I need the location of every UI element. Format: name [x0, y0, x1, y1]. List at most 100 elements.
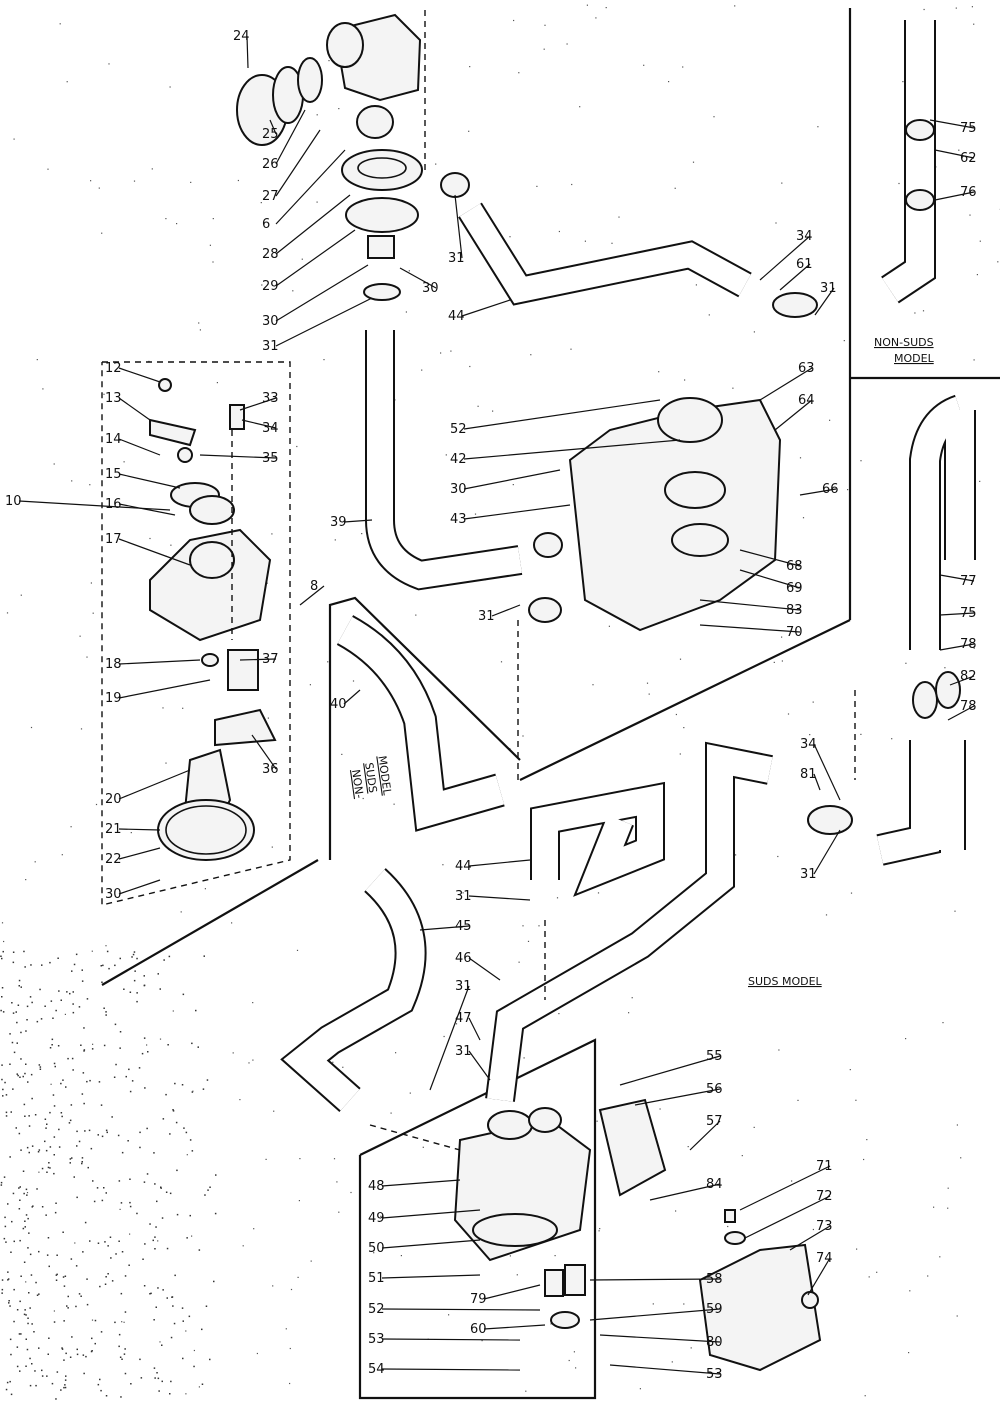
callout-number: 39 [330, 515, 347, 530]
callout-number: 52 [368, 1302, 385, 1317]
callout-leader [381, 1368, 521, 1371]
callout-number: 74 [816, 1251, 833, 1266]
callout-number: 15 [105, 467, 122, 482]
callout-leader [269, 119, 277, 135]
pump-housing [528, 397, 782, 632]
non-suds-model-label-left-line1: NON- [349, 769, 366, 800]
callout-number: 36 [262, 762, 279, 777]
callout-leader [118, 847, 161, 860]
callout-leader [454, 194, 463, 259]
callout-number: 66 [822, 482, 839, 497]
callout-number: 30 [450, 482, 467, 497]
callout-number: 76 [960, 185, 977, 200]
callout-number: 47 [455, 1011, 472, 1026]
callout-leader [118, 538, 191, 566]
callout-number: 59 [706, 1302, 723, 1317]
callout-number: 31 [800, 867, 817, 882]
callout-number: 31 [455, 979, 472, 994]
callout-leader [947, 705, 975, 721]
callout-leader [934, 191, 975, 201]
callout-leader [779, 263, 811, 291]
callout-number: 64 [798, 393, 815, 408]
callout-leader [241, 419, 277, 429]
callout-number: 43 [450, 512, 467, 527]
callout-leader [939, 643, 975, 651]
callout-leader [343, 519, 373, 523]
suds-model-label: SUDS MODEL [748, 975, 823, 988]
callout-leader [463, 469, 561, 490]
callout-number: 45 [455, 919, 472, 934]
callout-leader [275, 194, 351, 255]
callout-number: 62 [960, 151, 977, 166]
callout-number: 13 [105, 391, 122, 406]
callout-leader [118, 828, 161, 831]
pump-group-parts [149, 378, 277, 861]
callout-leader [649, 1183, 721, 1201]
callout-number: 46 [455, 951, 472, 966]
callout-leader [939, 612, 975, 616]
callout-leader [789, 1225, 831, 1251]
callout-leader [463, 399, 661, 430]
callout-number: 31 [455, 889, 472, 904]
model-labels: NON-SUDS MODEL NON- SUDS MODEL SUDS MODE… [349, 336, 935, 988]
callout-leader [949, 675, 975, 686]
callout-number: 37 [262, 652, 279, 667]
non-suds-model-label-top-line2: MODEL [894, 352, 935, 365]
callout-leader [239, 658, 277, 661]
callout-number: 52 [450, 422, 467, 437]
callout-number: 35 [262, 451, 279, 466]
callout-leader [483, 1324, 546, 1330]
callout-leader [199, 454, 277, 459]
callout-leader [483, 1284, 541, 1300]
callout-leader [118, 769, 191, 800]
callout-number: 54 [368, 1362, 385, 1377]
callout-number: 51 [368, 1271, 385, 1286]
callout-number: 61 [796, 257, 813, 272]
callout-number: 20 [105, 792, 122, 807]
callout-number: 72 [816, 1189, 833, 1204]
callout-leader [275, 109, 306, 165]
callout-number: 44 [455, 859, 472, 874]
callout-leader [343, 689, 361, 705]
callout-number: 33 [262, 391, 279, 406]
callout-number: 77 [960, 574, 977, 589]
callout-number: 53 [706, 1367, 723, 1382]
callout-number: 34 [796, 229, 813, 244]
callout-leader [118, 397, 151, 421]
callout-leader [813, 829, 841, 875]
non-suds-model-label-left-line2: SUDS [362, 762, 379, 794]
callout-number: 34 [262, 421, 279, 436]
callout-number: 60 [470, 1322, 487, 1337]
callout-number: 10 [5, 494, 22, 509]
callout-leader [599, 1334, 721, 1343]
callout-leader [929, 119, 975, 129]
callout-number: 55 [706, 1049, 723, 1064]
callout-number: 78 [960, 699, 977, 714]
callout-number: 44 [448, 309, 465, 324]
callout-number: 53 [368, 1332, 385, 1347]
callout-leader [381, 1338, 521, 1341]
callout-number: 19 [105, 691, 122, 706]
callout-leader [759, 367, 813, 401]
callout-number: 12 [105, 361, 122, 376]
callout-number: 82 [960, 669, 977, 684]
callout-leader [774, 399, 813, 431]
callout-number: 27 [262, 189, 279, 204]
callout-number: 69 [786, 581, 803, 596]
callout-leader [589, 1278, 721, 1281]
callout-leader [461, 299, 511, 317]
callout-number: 31 [262, 339, 279, 354]
callout-leader [739, 549, 801, 567]
non-suds-model-label-top-line1: NON-SUDS [874, 336, 934, 349]
callout-leader [468, 895, 531, 901]
callout-number: 25 [262, 127, 279, 142]
callout-leader [381, 1179, 461, 1187]
callout-number: 22 [105, 852, 122, 867]
callout-number: 31 [448, 251, 465, 266]
callout-leader [699, 599, 801, 611]
callout-number: 73 [816, 1219, 833, 1234]
callout-number: 26 [262, 157, 279, 172]
callout-number: 83 [786, 603, 803, 618]
callout-number: 75 [960, 121, 977, 136]
